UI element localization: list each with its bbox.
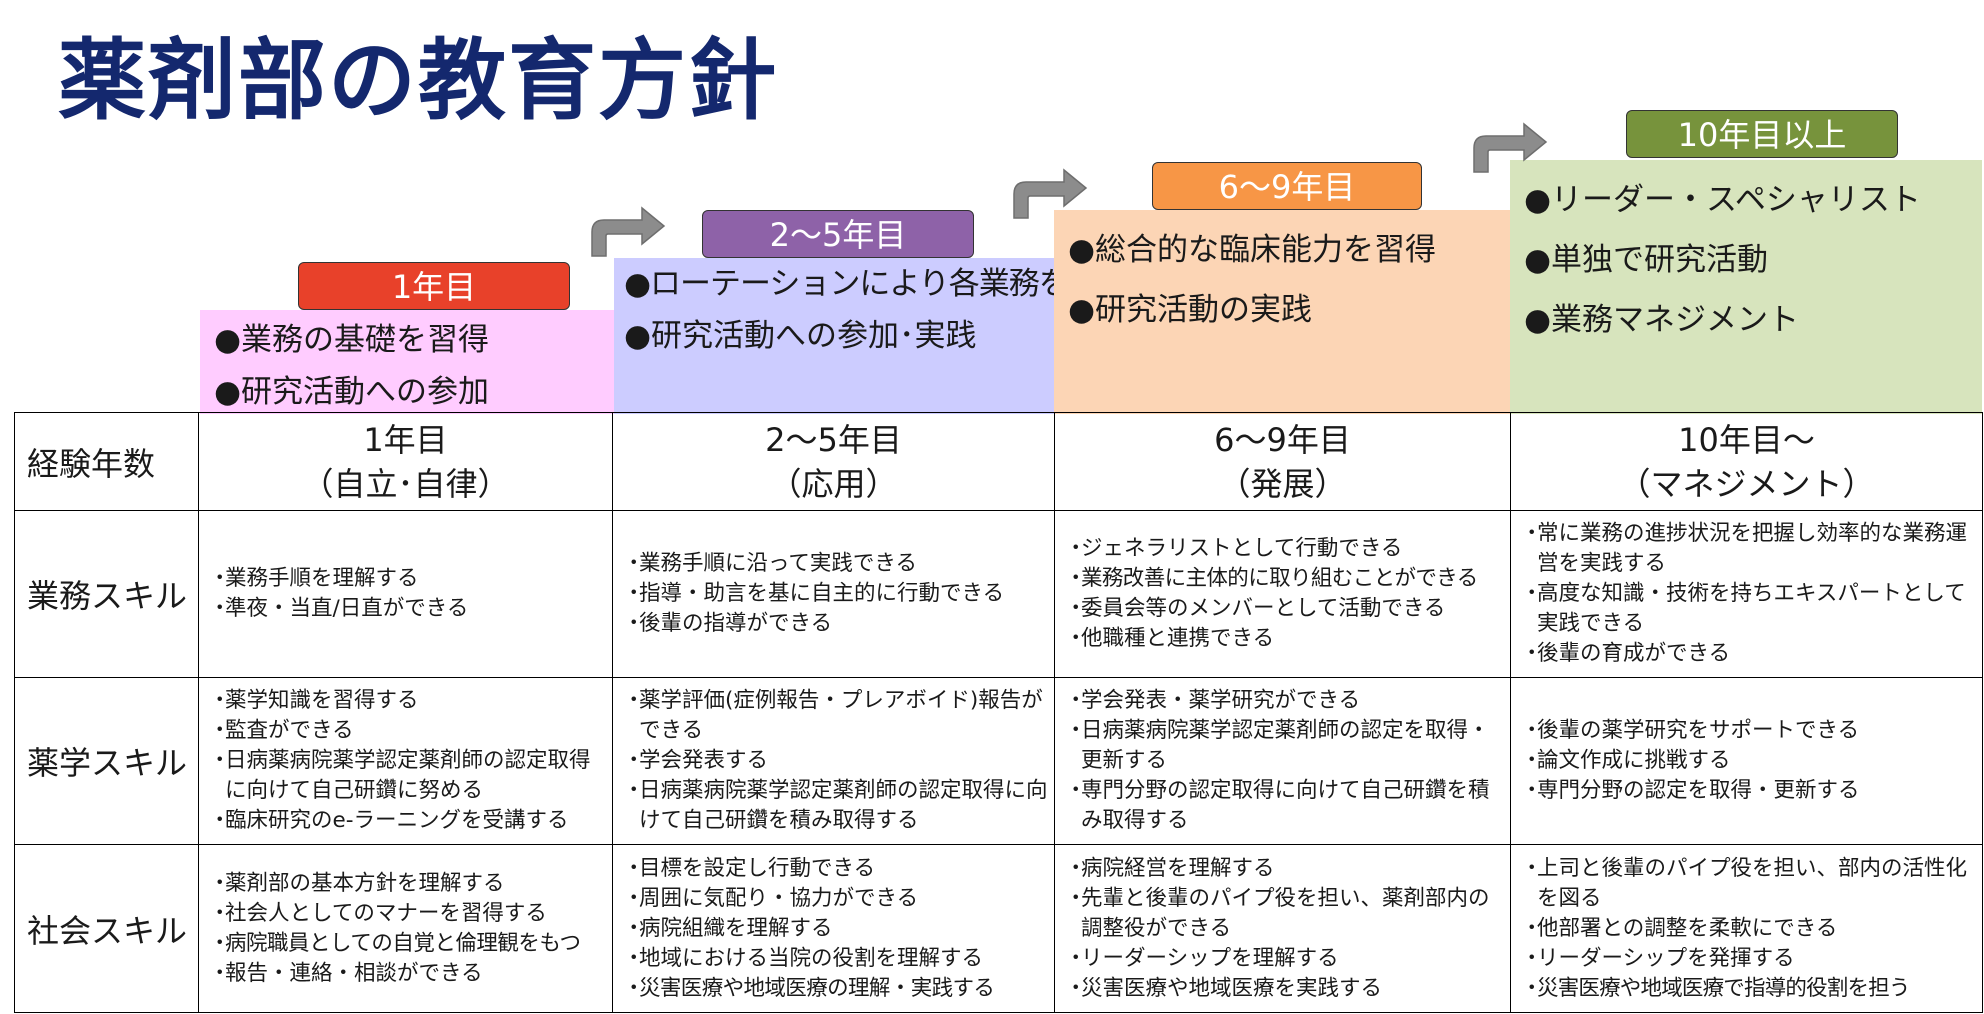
- stage-label-year-1: 1年目: [298, 262, 570, 310]
- stage-item: ●総合的な臨床能力を習得: [1068, 232, 1437, 268]
- stage-item: ●業務マネジメント: [1524, 302, 1800, 338]
- stage-item: ●研究活動への参加･実践: [624, 318, 977, 354]
- list-item: 薬剤部の基本方針を理解する: [209, 869, 606, 899]
- row-label-work-skill: 業務スキル: [14, 510, 199, 678]
- list-item: 病院組織を理解する: [623, 914, 1048, 944]
- stage-item: ●ローテーションにより各業務を習得: [624, 266, 1130, 302]
- list-item: 先輩と後輩のパイプ役を担い、薬剤部内の調整役ができる: [1065, 884, 1504, 944]
- arrow-up-right-icon: [1013, 168, 1088, 219]
- arrow-up-right-icon: [1473, 122, 1548, 173]
- header-experience-years: 経験年数: [14, 412, 199, 511]
- table-cell: 薬剤部の基本方針を理解する 社会人としてのマナーを習得する 病院職員としての自覚…: [198, 844, 613, 1013]
- list-item: 委員会等のメンバーとして活動できる: [1065, 594, 1504, 624]
- stage-year-1: ●業務の基礎を習得 ●研究活動への参加: [200, 310, 614, 414]
- column-header-year-10-plus: 10年目～ （マネジメント）: [1510, 412, 1983, 511]
- list-item: 専門分野の認定取得に向けて自己研鑽を積み取得する: [1065, 776, 1504, 836]
- stage-item: ●研究活動への参加: [214, 374, 490, 410]
- list-item: 学会発表・薬学研究ができる: [1065, 686, 1504, 716]
- table-cell: 上司と後輩のパイプ役を担い、部内の活性化を図る 他部署との調整を柔軟にできる リ…: [1510, 844, 1983, 1013]
- column-header-year-1: 1年目 （自立･自律）: [198, 412, 613, 511]
- list-item: 日病薬病院薬学認定薬剤師の認定取得に向けて自己研鑽を積み取得する: [623, 776, 1048, 836]
- row-label-pharmacy-skill: 薬学スキル: [14, 677, 199, 845]
- arrow-up-right-icon: [591, 206, 666, 257]
- table-cell: ジェネラリストとして行動できる 業務改善に主体的に取り組むことができる 委員会等…: [1054, 510, 1511, 678]
- list-item: 病院経営を理解する: [1065, 854, 1504, 884]
- column-header-year-2-5: 2～5年目 （応用）: [612, 412, 1055, 511]
- list-item: 社会人としてのマナーを習得する: [209, 899, 606, 929]
- stage-label-year-10-plus: 10年目以上: [1626, 110, 1898, 158]
- list-item: 他職種と連携できる: [1065, 624, 1504, 654]
- table-cell: 目標を設定し行動できる 周囲に気配り・協力ができる 病院組織を理解する 地域にお…: [612, 844, 1055, 1013]
- list-item: 災害医療や地域医療で指導的役割を担う: [1521, 974, 1976, 1004]
- list-item: 災害医療や地域医療を実践する: [1065, 974, 1504, 1004]
- list-item: 後輩の育成ができる: [1521, 639, 1976, 669]
- list-item: リーダーシップを理解する: [1065, 944, 1504, 974]
- stage-label-year-6-9: 6～9年目: [1152, 162, 1422, 210]
- table-row: 社会スキル 薬剤部の基本方針を理解する 社会人としてのマナーを習得する 病院職員…: [14, 844, 1983, 1013]
- list-item: 目標を設定し行動できる: [623, 854, 1048, 884]
- list-item: 業務改善に主体的に取り組むことができる: [1065, 564, 1504, 594]
- list-item: 指導・助言を基に自主的に行動できる: [623, 579, 1048, 609]
- table-cell: 業務手順を理解する 準夜・当直/日直ができる: [198, 510, 613, 678]
- list-item: 地域における当院の役割を理解する: [623, 944, 1048, 974]
- list-item: 病院職員としての自覚と倫理観をもつ: [209, 929, 606, 959]
- list-item: 業務手順を理解する: [209, 564, 606, 594]
- column-header-year-6-9: 6～9年目 （発展）: [1054, 412, 1511, 511]
- list-item: 周囲に気配り・協力ができる: [623, 884, 1048, 914]
- list-item: 専門分野の認定を取得・更新する: [1521, 776, 1976, 806]
- stage-year-10-plus: ●リーダー・スペシャリスト ●単独で研究活動 ●業務マネジメント: [1510, 160, 1982, 414]
- table-cell: 薬学評価(症例報告・プレアボイド)報告ができる 学会発表する 日病薬病院薬学認定…: [612, 677, 1055, 845]
- list-item: 日病薬病院薬学認定薬剤師の認定取得に向けて自己研鑽に努める: [209, 746, 606, 806]
- list-item: 高度な知識・技術を持ちエキスパートとして実践できる: [1521, 579, 1976, 639]
- list-item: 薬学評価(症例報告・プレアボイド)報告ができる: [623, 686, 1048, 746]
- list-item: 常に業務の進捗状況を把握し効率的な業務運営を実践する: [1521, 519, 1976, 579]
- list-item: 論文作成に挑戦する: [1521, 746, 1976, 776]
- list-item: 監査ができる: [209, 716, 606, 746]
- table-cell: 薬学知識を習得する 監査ができる 日病薬病院薬学認定薬剤師の認定取得に向けて自己…: [198, 677, 613, 845]
- list-item: ジェネラリストとして行動できる: [1065, 534, 1504, 564]
- list-item: 準夜・当直/日直ができる: [209, 594, 606, 624]
- table-cell: 常に業務の進捗状況を把握し効率的な業務運営を実践する 高度な知識・技術を持ちエキ…: [1510, 510, 1983, 678]
- table-cell: 病院経営を理解する 先輩と後輩のパイプ役を担い、薬剤部内の調整役ができる リーダ…: [1054, 844, 1511, 1013]
- list-item: 臨床研究のe-ラーニングを受講する: [209, 806, 606, 836]
- list-item: 報告・連絡・相談ができる: [209, 959, 606, 989]
- stage-item: ●単独で研究活動: [1524, 242, 1769, 278]
- list-item: 災害医療や地域医療の理解・実践する: [623, 974, 1048, 1004]
- stage-item: ●業務の基礎を習得: [214, 322, 490, 358]
- list-item: 業務手順に沿って実践できる: [623, 549, 1048, 579]
- table-cell: 業務手順に沿って実践できる 指導・助言を基に自主的に行動できる 後輩の指導ができ…: [612, 510, 1055, 678]
- table-cell: 後輩の薬学研究をサポートできる 論文作成に挑戦する 専門分野の認定を取得・更新す…: [1510, 677, 1983, 845]
- skills-table: 経験年数 1年目 （自立･自律） 2～5年目 （応用） 6～9年目 （発展） 1…: [14, 412, 1983, 1013]
- stage-year-6-9: ●総合的な臨床能力を習得 ●研究活動の実践: [1054, 210, 1510, 414]
- table-cell: 学会発表・薬学研究ができる 日病薬病院薬学認定薬剤師の認定を取得・更新する 専門…: [1054, 677, 1511, 845]
- list-item: 他部署との調整を柔軟にできる: [1521, 914, 1976, 944]
- row-label-social-skill: 社会スキル: [14, 844, 199, 1013]
- list-item: 上司と後輩のパイプ役を担い、部内の活性化を図る: [1521, 854, 1976, 914]
- stage-item: ●研究活動の実践: [1068, 292, 1313, 328]
- list-item: 後輩の指導ができる: [623, 609, 1048, 639]
- list-item: 薬学知識を習得する: [209, 686, 606, 716]
- stage-item: ●リーダー・スペシャリスト: [1524, 182, 1921, 218]
- list-item: 学会発表する: [623, 746, 1048, 776]
- list-item: 日病薬病院薬学認定薬剤師の認定を取得・更新する: [1065, 716, 1504, 776]
- table-row: 薬学スキル 薬学知識を習得する 監査ができる 日病薬病院薬学認定薬剤師の認定取得…: [14, 677, 1983, 845]
- stage-label-year-2-5: 2～5年目: [702, 210, 974, 258]
- page-title: 薬剤部の教育方針: [58, 29, 779, 132]
- stage-year-2-5: ●ローテーションにより各業務を習得 ●研究活動への参加･実践: [614, 258, 1130, 414]
- table-row: 業務スキル 業務手順を理解する 準夜・当直/日直ができる 業務手順に沿って実践で…: [14, 510, 1983, 678]
- list-item: 後輩の薬学研究をサポートできる: [1521, 716, 1976, 746]
- list-item: リーダーシップを発揮する: [1521, 944, 1976, 974]
